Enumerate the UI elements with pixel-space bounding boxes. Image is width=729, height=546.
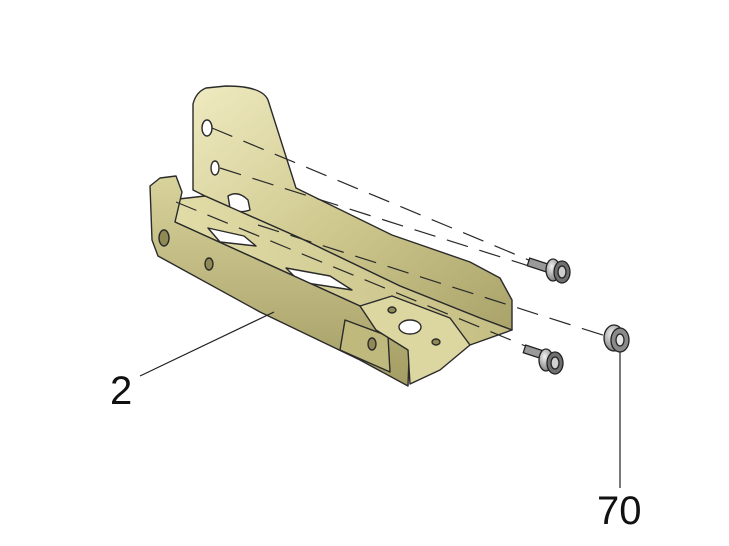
bracket-end-plate [359,295,471,385]
callout-label-part-70: 70 [597,489,642,533]
bracket-hole [398,319,422,335]
bracket-hole [204,257,214,271]
bracket-hole [210,160,220,176]
flange-bolt-icon [526,257,571,284]
leader-line-part-2 [139,311,275,377]
callout-label-part-2: 2 [110,369,132,413]
bracket-slot [207,227,257,247]
bracket-hole [158,229,170,247]
assembly-lines [175,127,613,353]
bracket-part [149,85,513,387]
flange-bolt-icon [522,344,564,375]
bracket-hole [201,119,213,137]
bracket-hole [367,337,377,351]
bracket-tab [339,319,391,373]
flange-nut-icon [603,324,630,353]
bracket-hole [431,338,441,346]
bracket-hole [387,306,397,314]
